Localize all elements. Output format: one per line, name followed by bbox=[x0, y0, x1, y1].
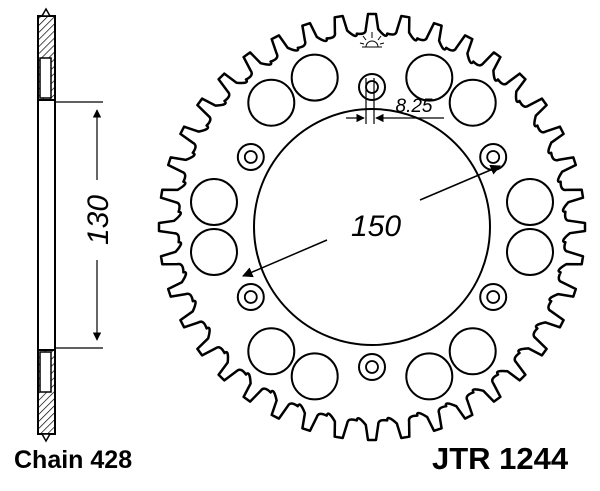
bolt-hole bbox=[243, 290, 258, 304]
lightening-hole bbox=[247, 327, 296, 376]
profile-bolt-slot-bottom bbox=[39, 351, 52, 393]
hub-dimension-label: 130 bbox=[82, 195, 115, 245]
bolt-hole-dimension: 8.25 bbox=[346, 78, 444, 124]
lightening-hole bbox=[448, 327, 497, 376]
lightening-hole bbox=[506, 178, 554, 226]
lightening-hole bbox=[405, 53, 454, 102]
bolt-hole bbox=[365, 360, 379, 374]
lightening-hole bbox=[247, 78, 296, 127]
lightening-hole bbox=[506, 228, 554, 276]
profile-bolt-slot-top bbox=[39, 57, 52, 99]
bolt-hole bbox=[486, 150, 501, 164]
lightening-hole bbox=[290, 352, 339, 401]
lightening-hole bbox=[190, 178, 238, 226]
pcd-dimension: 150 bbox=[242, 164, 501, 278]
bolt-hole bbox=[365, 80, 379, 94]
pcd-dimension-label: 150 bbox=[351, 210, 401, 243]
lightening-hole bbox=[448, 78, 497, 127]
lightening-hole bbox=[290, 53, 339, 102]
side-profile bbox=[37, 7, 56, 443]
lightening-hole bbox=[405, 352, 454, 401]
sun-icon bbox=[359, 32, 385, 48]
hub-dimension: 130 bbox=[55, 101, 115, 349]
lightening-hole bbox=[190, 228, 238, 276]
part-number-label: JTR 1244 bbox=[432, 441, 569, 476]
bolt-hole bbox=[243, 150, 258, 164]
chain-size-label: Chain 428 bbox=[14, 446, 133, 474]
bolt-hole-dimension-label: 8.25 bbox=[396, 96, 433, 117]
bolt-hole bbox=[486, 290, 501, 304]
center-bore bbox=[253, 108, 491, 346]
sprocket-front-view bbox=[157, 12, 587, 442]
